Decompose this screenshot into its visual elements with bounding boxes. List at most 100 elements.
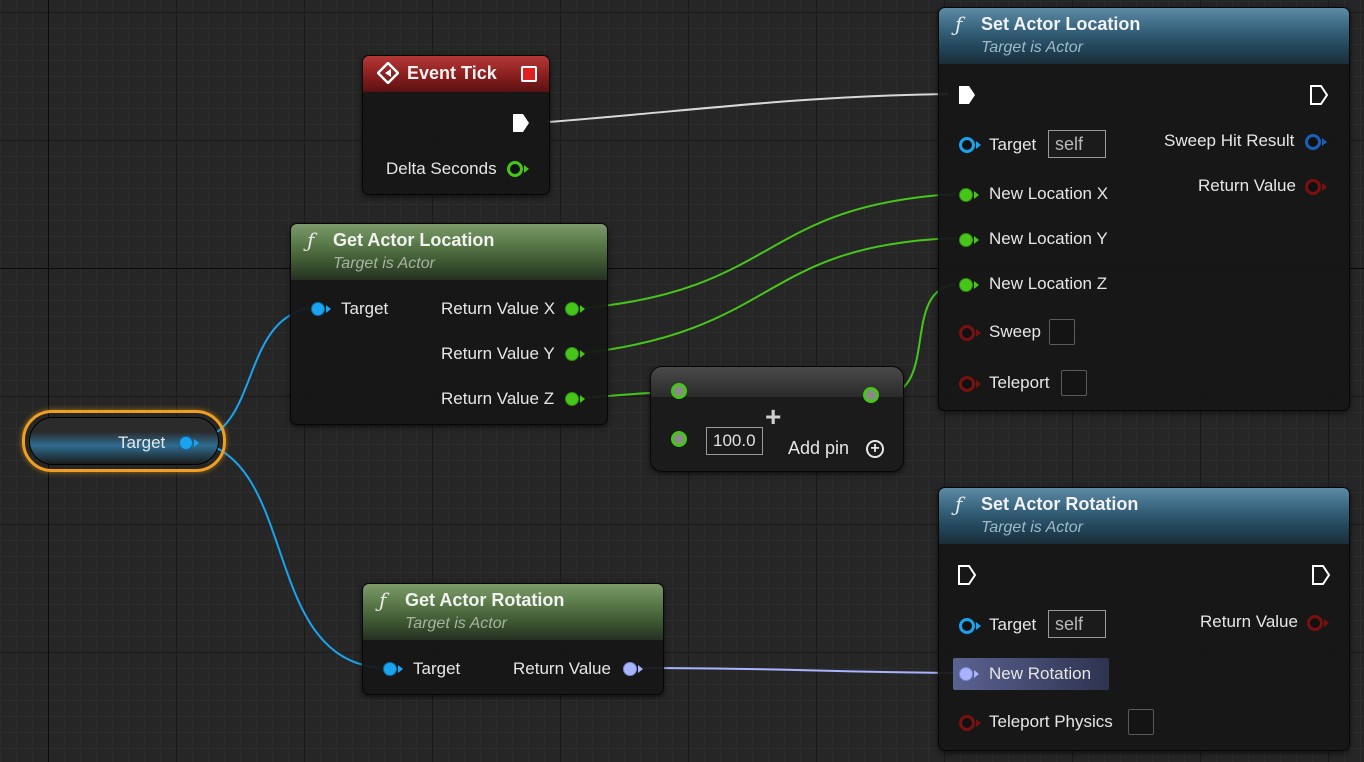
add-node[interactable]: + 100.0 Add pin + xyxy=(650,366,904,472)
grid-axis-vertical xyxy=(48,0,49,762)
teleport-physics-pin[interactable] xyxy=(959,715,975,731)
teleport-label: Teleport xyxy=(989,373,1050,392)
exec-out-pin[interactable] xyxy=(1311,564,1331,586)
set-rotation-target-label: Target xyxy=(989,615,1037,634)
get-rotation-return-arrow xyxy=(638,665,643,673)
new-location-x-pin[interactable] xyxy=(959,188,973,202)
set-rotation-return-label: Return Value xyxy=(1200,612,1298,631)
get-rotation-return-pin[interactable] xyxy=(623,662,637,676)
sweep-arrow xyxy=(976,329,981,337)
new-location-y-pin[interactable] xyxy=(959,233,973,247)
get-rotation-target-arrow xyxy=(398,665,403,673)
target-variable-pin[interactable] xyxy=(179,436,193,450)
function-icon: ƒ xyxy=(307,228,315,252)
exec-in-pin[interactable] xyxy=(957,564,977,586)
function-icon: ƒ xyxy=(379,588,387,612)
teleport-pin[interactable] xyxy=(959,376,975,392)
teleport-arrow xyxy=(976,380,981,388)
get-location-target-arrow xyxy=(326,305,331,313)
set-location-target-arrow xyxy=(976,141,981,149)
set-location-return-label: Return Value xyxy=(1198,176,1296,195)
add-input-b-value[interactable]: 100.0 xyxy=(706,427,763,455)
target-variable-label: Target xyxy=(118,433,166,452)
get-location-target-pin[interactable] xyxy=(311,302,325,316)
event-diamond-icon xyxy=(377,62,399,84)
teleport-physics-checkbox[interactable] xyxy=(1128,709,1154,735)
exec-out-pin[interactable] xyxy=(1309,84,1329,106)
get-actor-rotation-subtitle: Target is Actor xyxy=(405,615,507,632)
get-actor-rotation-header: ƒ Get Actor Rotation Target is Actor xyxy=(363,584,663,640)
delta-seconds-pin[interactable] xyxy=(507,161,523,177)
sweep-label: Sweep xyxy=(989,322,1041,341)
sweep-checkbox[interactable] xyxy=(1049,319,1075,345)
wire-rotation[interactable] xyxy=(641,667,959,674)
new-location-z-pin[interactable] xyxy=(959,278,973,292)
add-input-b-pin[interactable] xyxy=(671,431,687,447)
return-value-z-label: Return Value Z xyxy=(441,389,555,408)
get-actor-rotation-node[interactable]: ƒ Get Actor Rotation Target is Actor Tar… xyxy=(362,583,664,695)
set-location-return-pin[interactable] xyxy=(1305,179,1321,195)
set-location-target-pin[interactable] xyxy=(959,137,975,153)
new-rotation-highlight xyxy=(953,658,1109,690)
wire-y-to-new-location-y[interactable] xyxy=(583,237,957,354)
return-value-z-pin[interactable] xyxy=(565,392,579,406)
set-actor-rotation-title: Set Actor Rotation xyxy=(981,494,1139,514)
get-actor-location-title: Get Actor Location xyxy=(333,230,495,250)
wire-target-to-get-rotation[interactable] xyxy=(195,440,383,669)
new-location-y-arrow xyxy=(974,236,979,244)
new-location-x-label: New Location X xyxy=(989,184,1109,203)
get-actor-rotation-title: Get Actor Rotation xyxy=(405,590,565,610)
plus-circle-icon[interactable]: + xyxy=(866,440,884,458)
delta-seconds-arrow xyxy=(524,165,529,173)
get-rotation-target-label: Target xyxy=(413,659,461,678)
add-operator-label: + xyxy=(765,401,782,432)
grid-axis-horizontal xyxy=(0,268,1364,269)
get-actor-location-header: ƒ Get Actor Location Target is Actor xyxy=(291,224,607,280)
target-variable-arrow xyxy=(194,439,199,447)
return-value-z-arrow xyxy=(580,395,585,403)
set-actor-location-title: Set Actor Location xyxy=(981,14,1141,34)
new-location-y-label: New Location Y xyxy=(989,229,1108,248)
event-tick-header: Event Tick xyxy=(363,56,549,92)
set-actor-rotation-subtitle: Target is Actor xyxy=(981,519,1083,536)
event-tick-title: Event Tick xyxy=(407,63,497,83)
set-rotation-target-pin[interactable] xyxy=(959,618,975,634)
new-rotation-pin[interactable] xyxy=(959,667,973,681)
new-location-z-label: New Location Z xyxy=(989,274,1108,293)
new-rotation-arrow xyxy=(974,670,979,678)
new-rotation-label: New Rotation xyxy=(989,664,1092,683)
return-value-y-arrow xyxy=(580,350,585,358)
return-value-x-arrow xyxy=(580,305,585,313)
add-input-a-pin[interactable] xyxy=(671,383,687,399)
return-value-y-label: Return Value Y xyxy=(441,344,555,363)
event-tick-node[interactable]: Event Tick Delta Seconds xyxy=(362,55,550,195)
set-location-target-value[interactable]: self xyxy=(1048,130,1106,158)
stop-icon[interactable] xyxy=(521,66,537,82)
exec-wire[interactable] xyxy=(547,93,949,123)
set-actor-location-header: ƒ Set Actor Location Target is Actor xyxy=(939,8,1349,64)
get-actor-location-subtitle: Target is Actor xyxy=(333,255,435,272)
return-value-x-label: Return Value X xyxy=(441,299,556,318)
exec-out-pin[interactable] xyxy=(511,112,531,134)
add-node-header xyxy=(651,367,903,397)
teleport-physics-label: Teleport Physics xyxy=(989,712,1113,731)
add-output-pin[interactable] xyxy=(863,387,879,403)
wire-x-to-new-location-x[interactable] xyxy=(583,193,957,309)
set-actor-rotation-node[interactable]: ƒ Set Actor Rotation Target is Actor Tar… xyxy=(938,487,1350,751)
set-rotation-target-value[interactable]: self xyxy=(1048,610,1106,638)
set-actor-rotation-header: ƒ Set Actor Rotation Target is Actor xyxy=(939,488,1349,544)
exec-in-pin[interactable] xyxy=(957,84,977,106)
set-rotation-target-arrow xyxy=(976,622,981,630)
sweep-pin[interactable] xyxy=(959,325,975,341)
set-rotation-return-arrow xyxy=(1324,619,1329,627)
sweep-hit-result-pin[interactable] xyxy=(1305,134,1321,150)
set-rotation-return-pin[interactable] xyxy=(1307,615,1323,631)
target-variable-node[interactable]: Target xyxy=(22,410,226,472)
get-rotation-target-pin[interactable] xyxy=(383,662,397,676)
return-value-x-pin[interactable] xyxy=(565,302,579,316)
set-actor-location-node[interactable]: ƒ Set Actor Location Target is Actor Tar… xyxy=(938,7,1350,411)
function-icon: ƒ xyxy=(955,12,963,36)
return-value-y-pin[interactable] xyxy=(565,347,579,361)
teleport-checkbox[interactable] xyxy=(1061,370,1087,396)
get-actor-location-node[interactable]: ƒ Get Actor Location Target is Actor Tar… xyxy=(290,223,608,425)
